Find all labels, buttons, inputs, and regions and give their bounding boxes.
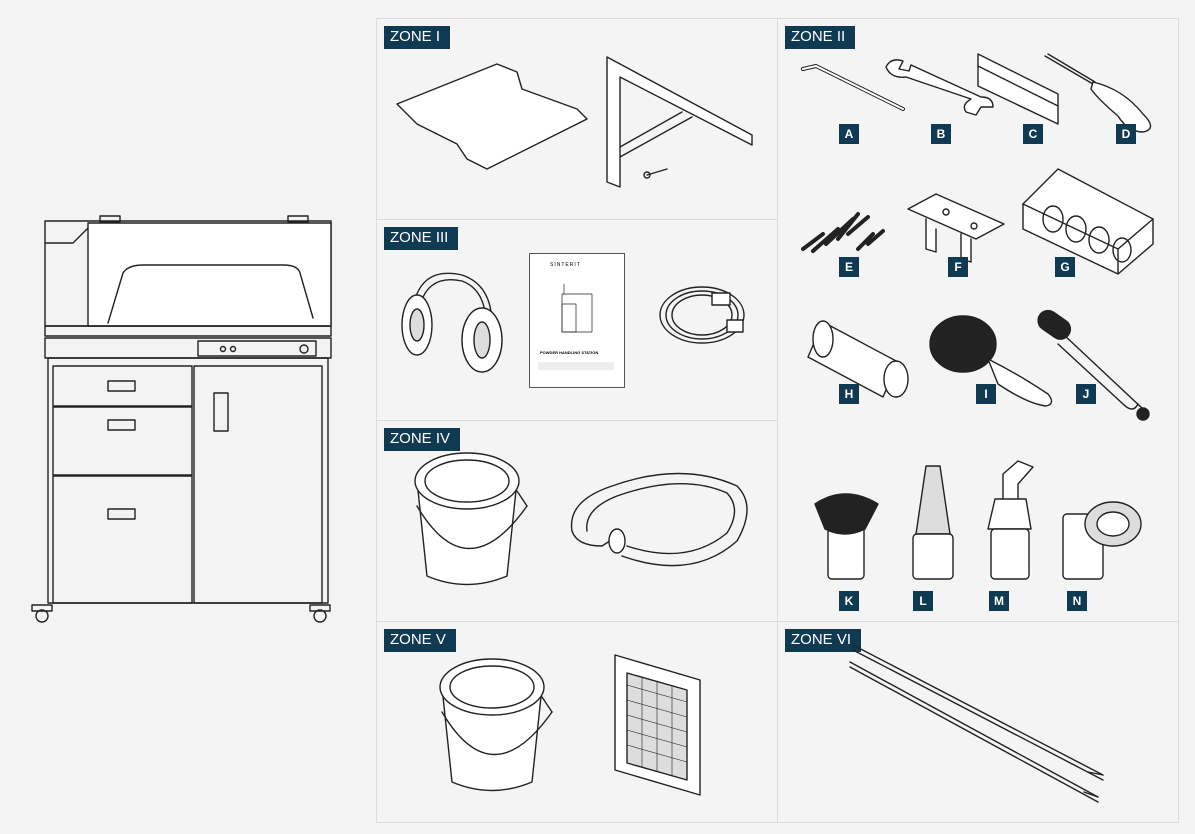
filter-grate-illustration bbox=[614, 654, 701, 796]
zone-3-panel: ZONE III SINTERIT POWDER HANDLING STATIO… bbox=[376, 219, 778, 421]
zone-label: ZONE I bbox=[384, 26, 451, 49]
zone-label: ZONE V bbox=[384, 629, 456, 652]
screwdriver-illustration bbox=[1044, 53, 1152, 133]
zone-1-panel: ZONE I bbox=[376, 18, 778, 220]
item-badge-m: M bbox=[989, 591, 1009, 611]
item-badge-h: H bbox=[839, 384, 859, 404]
item-badge-d: D bbox=[1116, 124, 1136, 144]
rails-illustration bbox=[849, 644, 1104, 803]
nozzle-angled-illustration bbox=[987, 460, 1034, 580]
bottle-brush-illustration bbox=[1037, 309, 1150, 421]
bracket-plate-illustration bbox=[907, 193, 1005, 263]
item-badge-e: E bbox=[839, 257, 859, 277]
powder-handling-station-illustration bbox=[31, 215, 332, 623]
brush-illustration bbox=[929, 315, 1053, 407]
manual-station-thumbnail bbox=[561, 283, 593, 333]
item-badge-b: B bbox=[931, 124, 951, 144]
manual-brand: SINTERIT bbox=[550, 262, 581, 268]
scraper-illustration bbox=[977, 53, 1059, 125]
zone-4-panel: ZONE IV bbox=[376, 420, 778, 622]
nozzle-cone-illustration bbox=[912, 465, 954, 580]
frame-bracket-illustration bbox=[606, 56, 753, 188]
zone-label: ZONE VI bbox=[785, 629, 862, 652]
item-badge-l: L bbox=[913, 591, 933, 611]
item-badge-c: C bbox=[1023, 124, 1043, 144]
item-badge-j: J bbox=[1076, 384, 1096, 404]
ear-protectors-illustration bbox=[401, 272, 503, 373]
item-badge-n: N bbox=[1067, 591, 1087, 611]
manual-booklet: SINTERIT POWDER HANDLING STATION bbox=[529, 253, 625, 388]
zone-label: ZONE III bbox=[384, 227, 459, 250]
zone-label: ZONE IV bbox=[384, 428, 461, 451]
item-badge-a: A bbox=[839, 124, 859, 144]
screws-illustration bbox=[801, 212, 885, 253]
zone-2-panel: ZONE II A B C D E F G H I J K L M N bbox=[777, 18, 1179, 622]
item-badge-g: G bbox=[1055, 257, 1075, 277]
bucket-illustration bbox=[414, 452, 528, 586]
nozzle-mesh-illustration bbox=[814, 493, 879, 580]
item-badge-f: F bbox=[948, 257, 968, 277]
hex-key-illustration bbox=[801, 64, 905, 111]
power-cable-illustration bbox=[659, 286, 745, 344]
zone-6-panel: ZONE VI bbox=[777, 621, 1179, 823]
tool-holder-illustration bbox=[1022, 168, 1154, 275]
filter-sleeve-illustration bbox=[807, 320, 909, 398]
wrench-illustration bbox=[885, 59, 994, 116]
bucket-illustration bbox=[439, 658, 553, 792]
zone-label: ZONE II bbox=[785, 26, 856, 49]
item-badge-k: K bbox=[839, 591, 859, 611]
vacuum-hose-illustration bbox=[570, 472, 748, 567]
zone-5-panel: ZONE V bbox=[376, 621, 778, 823]
manual-title: POWDER HANDLING STATION bbox=[540, 350, 599, 355]
item-badge-i: I bbox=[976, 384, 996, 404]
base-plate-illustration bbox=[396, 63, 588, 170]
nozzle-wide-illustration bbox=[1062, 501, 1142, 580]
